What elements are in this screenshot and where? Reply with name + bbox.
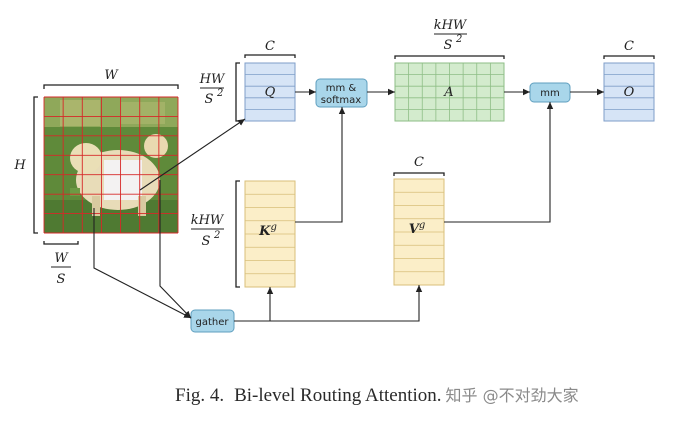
image-width-label: W xyxy=(104,68,119,83)
arrow-gather-to-value xyxy=(270,285,423,322)
value-width-label: C xyxy=(414,155,424,170)
mm-softmax-node: mm & softmax xyxy=(315,78,368,108)
height-brace xyxy=(33,96,38,234)
output-rows xyxy=(604,74,654,110)
attention-grid xyxy=(395,63,504,121)
query-label: Q xyxy=(265,85,276,100)
svg-text:softmax: softmax xyxy=(321,95,361,106)
attention-width-denominator: S xyxy=(444,38,453,53)
attention-width-brace xyxy=(394,55,505,59)
arrow-image-to-query xyxy=(139,118,246,191)
figure-title: Bi-level Routing Attention. xyxy=(234,385,442,406)
key-height-denominator: S xyxy=(202,234,211,249)
figure-caption: Fig. 4. Bi-level Routing Attention.知乎 @不对… xyxy=(175,382,675,410)
patch-size-denominator: S xyxy=(57,272,66,287)
flow-arrows xyxy=(93,88,604,322)
mm-node: mm xyxy=(529,82,571,103)
query-width-label: C xyxy=(265,39,275,54)
output-width-brace xyxy=(603,55,655,59)
patch-brace xyxy=(43,241,79,245)
attention-block xyxy=(394,62,505,122)
svg-text:mm: mm xyxy=(540,88,559,99)
attention-width-numerator: kHW xyxy=(434,18,468,33)
query-height-brace xyxy=(235,62,240,122)
key-rows xyxy=(245,193,295,275)
svg-text:gather: gather xyxy=(196,317,230,328)
arrow-value-to-mm xyxy=(444,102,554,223)
figure-number: Fig. 4. xyxy=(175,385,225,406)
value-block xyxy=(393,178,445,286)
arrow-image-to-gather-2 xyxy=(159,180,192,319)
key-block xyxy=(244,180,296,288)
output-block xyxy=(603,62,655,122)
query-width-brace xyxy=(244,54,296,58)
width-brace xyxy=(43,84,179,89)
query-block xyxy=(244,62,296,122)
value-label: Vg xyxy=(409,220,426,237)
image-height-label: H xyxy=(13,158,26,173)
key-height-brace xyxy=(235,180,240,288)
watermark-text: 知乎 @不对劲大家 xyxy=(445,386,579,405)
key-height-exponent: 2 xyxy=(213,230,220,241)
value-rows xyxy=(394,191,444,273)
gather-node: gather xyxy=(190,309,235,333)
input-image xyxy=(43,96,179,234)
value-width-brace xyxy=(393,172,445,176)
patch-grid xyxy=(43,96,179,234)
patch-size-numerator: W xyxy=(54,251,69,266)
key-label: Kg xyxy=(258,222,277,239)
query-height-exponent: 2 xyxy=(216,88,223,99)
output-label: O xyxy=(624,85,635,100)
attention-label: A xyxy=(443,85,453,100)
arrow-image-to-gather-1 xyxy=(93,208,192,319)
svg-text:mm &: mm & xyxy=(326,83,357,94)
query-rows xyxy=(245,74,295,110)
query-height-denominator: S xyxy=(205,92,214,107)
attention-width-exponent: 2 xyxy=(455,34,462,45)
arrow-key-to-mm-softmax xyxy=(295,107,346,223)
output-width-label: C xyxy=(624,39,634,54)
key-height-numerator: kHW xyxy=(191,213,225,228)
query-height-numerator: HW xyxy=(199,72,226,87)
arrow-gather-to-key xyxy=(234,287,274,322)
